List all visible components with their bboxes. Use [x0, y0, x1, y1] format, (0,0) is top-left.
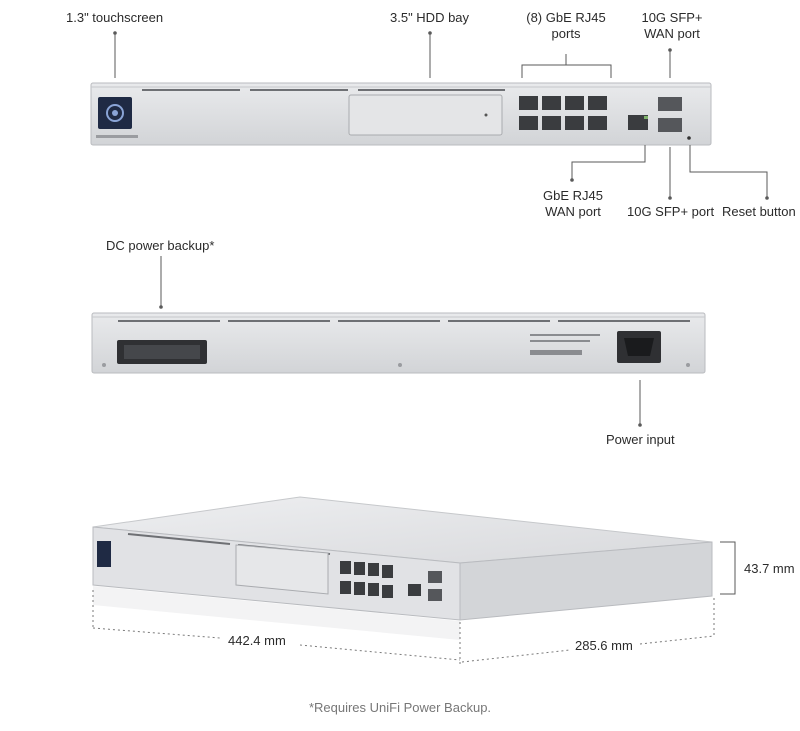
front-leaders — [114, 33, 768, 198]
label-gbe-ports-line1: (8) GbE RJ45 — [526, 10, 606, 25]
rear-leaders — [160, 256, 641, 425]
perspective-view — [92, 496, 736, 664]
rear-chassis — [91, 312, 706, 374]
label-sfp-wan-line2: WAN port — [644, 26, 700, 41]
footnote: *Requires UniFi Power Backup. — [308, 700, 492, 715]
label-gbe-wan-line1: GbE RJ45 — [543, 188, 603, 203]
dimension-depth: 285.6 mm — [575, 638, 633, 653]
label-power-input: Power input — [606, 432, 675, 447]
label-touchscreen: 1.3" touchscreen — [66, 10, 164, 25]
label-sfp-wan: 10G SFP+ WAN port — [630, 10, 714, 42]
label-gbe-wan: GbE RJ45 WAN port — [530, 188, 616, 220]
regulatory-marks — [530, 334, 600, 355]
hdd-bay — [348, 94, 503, 136]
ac-power-inlet — [617, 331, 661, 363]
touchscreen — [96, 97, 138, 138]
label-hdd-bay: 3.5" HDD bay — [390, 10, 470, 25]
dimension-height: 43.7 mm — [744, 561, 795, 576]
label-gbe-ports: (8) GbE RJ45 ports — [516, 10, 616, 42]
reset-button — [687, 136, 691, 140]
label-gbe-ports-line2: ports — [551, 26, 581, 41]
chassis-side — [459, 541, 713, 621]
label-dc-power: DC power backup* — [106, 238, 215, 253]
rear-view — [91, 256, 706, 427]
front-view — [90, 31, 769, 200]
perspective-hdd-bay — [235, 544, 329, 595]
sfp-ports — [658, 97, 682, 132]
height-bracket — [720, 541, 736, 595]
gbe-port-block — [519, 96, 607, 130]
label-reset-button: Reset button — [722, 204, 796, 219]
label-sfp-wan-line1: 10G SFP+ — [641, 10, 703, 25]
dimension-width: 442.4 mm — [228, 633, 286, 648]
label-sfp-port: 10G SFP+ port — [627, 204, 715, 219]
dc-power-connector — [117, 340, 207, 364]
dimension-lines — [92, 590, 715, 664]
gbe-wan-port — [628, 115, 648, 130]
label-gbe-wan-line2: WAN port — [545, 204, 601, 219]
